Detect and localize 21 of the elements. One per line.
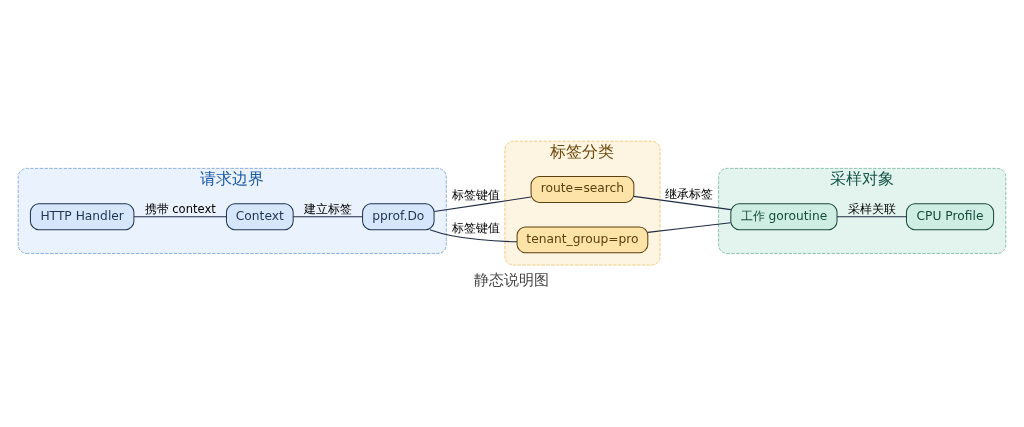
connector	[429, 228, 518, 242]
node-box: HTTP Handler	[29, 202, 135, 230]
edge-label: 建立标签	[303, 201, 352, 216]
node-box: CPU Profile	[905, 202, 995, 230]
node-box: pprof.Do	[362, 202, 435, 230]
edge-label: 携带 context	[144, 201, 216, 216]
node-box: Context	[225, 202, 294, 230]
connector	[433, 196, 532, 212]
connector	[836, 215, 907, 217]
caption: 静态说明图	[474, 270, 550, 289]
node-box: tenant_group=pro	[516, 225, 649, 253]
edge-label: 标签键值	[451, 220, 500, 235]
connector	[292, 215, 364, 217]
edge-label: 继承标签	[665, 186, 714, 201]
node-box: route=search	[530, 175, 635, 203]
connector	[633, 195, 732, 210]
node-box: 工作 goroutine	[730, 202, 838, 230]
connector	[133, 215, 227, 217]
edge-label: 采样关联	[847, 201, 896, 216]
connector	[647, 221, 732, 233]
edge-label: 标签键值	[451, 187, 500, 202]
